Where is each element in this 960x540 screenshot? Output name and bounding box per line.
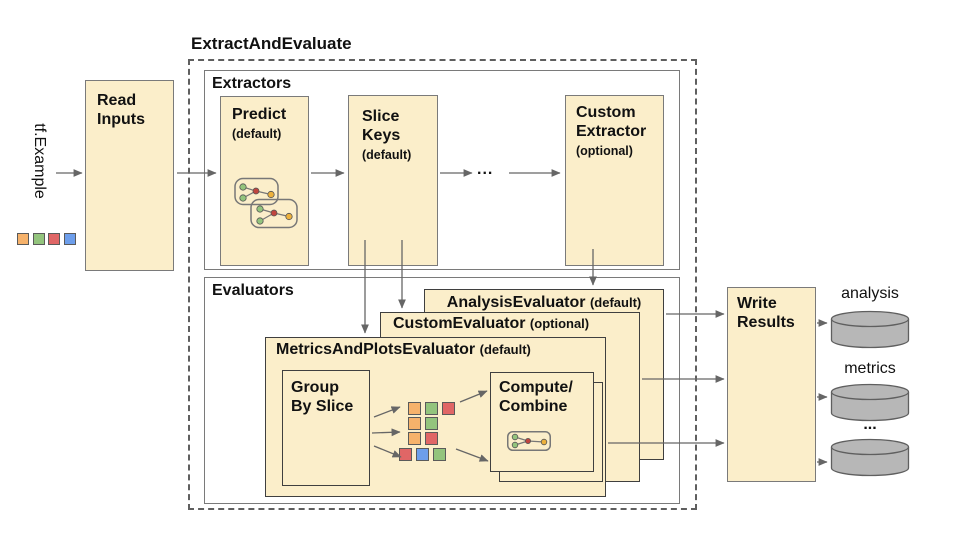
data-square [416,448,429,461]
custom-extractor-box: Custom Extractor (optional) [565,95,664,266]
output-label-metrics: metrics [844,360,896,377]
input-square [48,233,60,245]
analysis-evaluator-label: AnalysisEvaluator [446,294,586,311]
slice-keys-qualifier: (default) [362,147,412,162]
extractors-ellipsis: ... [477,161,494,178]
slice-row [408,402,455,415]
pipeline-title: ExtractAndEvaluate [191,34,352,53]
custom-evaluator-label: CustomEvaluator [393,315,526,332]
metrics-and-plots-evaluator-qualifier: (default) [479,342,531,357]
combine-graph-icon [507,431,551,451]
data-square [425,432,438,445]
data-square [408,402,421,415]
compute-combine-box: Compute/ Combine [490,372,594,472]
input-label: tf.Example [31,123,48,199]
output-label-analysis: analysis [841,285,899,302]
data-square [442,402,455,415]
predict-box: Predict (default) [220,96,309,266]
data-square [433,448,446,461]
custom-extractor-label: Custom [576,104,636,121]
database-cylinder-analysis [830,310,910,349]
input-square [32,233,45,245]
group-by-slice-box: Group By Slice [282,370,370,486]
slice-row [408,432,438,445]
data-square [408,432,421,445]
input-square [17,233,29,245]
predict-label: Predict [232,106,287,123]
slice-keys-label: Slice [362,108,400,125]
data-square [425,417,438,430]
custom-extractor-qualifier: (optional) [576,143,633,158]
metrics-and-plots-evaluator-label: MetricsAndPlotsEvaluator [276,341,476,358]
database-cylinder-more [830,438,910,477]
custom-evaluator-qualifier: (optional) [529,316,590,331]
data-square [408,417,421,430]
slice-row [408,417,438,430]
input-squares [17,233,76,245]
data-square [425,402,438,415]
extractors-label: Extractors [212,75,292,92]
read-inputs-label: Read [97,92,137,109]
model-graph-icon [234,177,298,229]
slice-row [399,448,446,461]
database-cylinder-metrics [830,383,910,422]
write-results-box: Write Results [727,287,816,482]
data-square [399,448,412,461]
read-inputs-box: Read Inputs [85,80,174,271]
analysis-evaluator-qualifier: (default) [589,295,642,310]
predict-qualifier: (default) [232,126,282,141]
output-label-more: ... [863,416,877,433]
evaluators-label: Evaluators [212,282,294,299]
write-results-label: Write [737,295,777,312]
input-square [63,233,76,245]
slice-keys-box: Slice Keys (default) [348,95,438,266]
extract-and-evaluate-container [188,59,697,510]
compute-combine-label: Compute/ [499,379,573,396]
group-by-slice-label: Group [291,379,339,396]
